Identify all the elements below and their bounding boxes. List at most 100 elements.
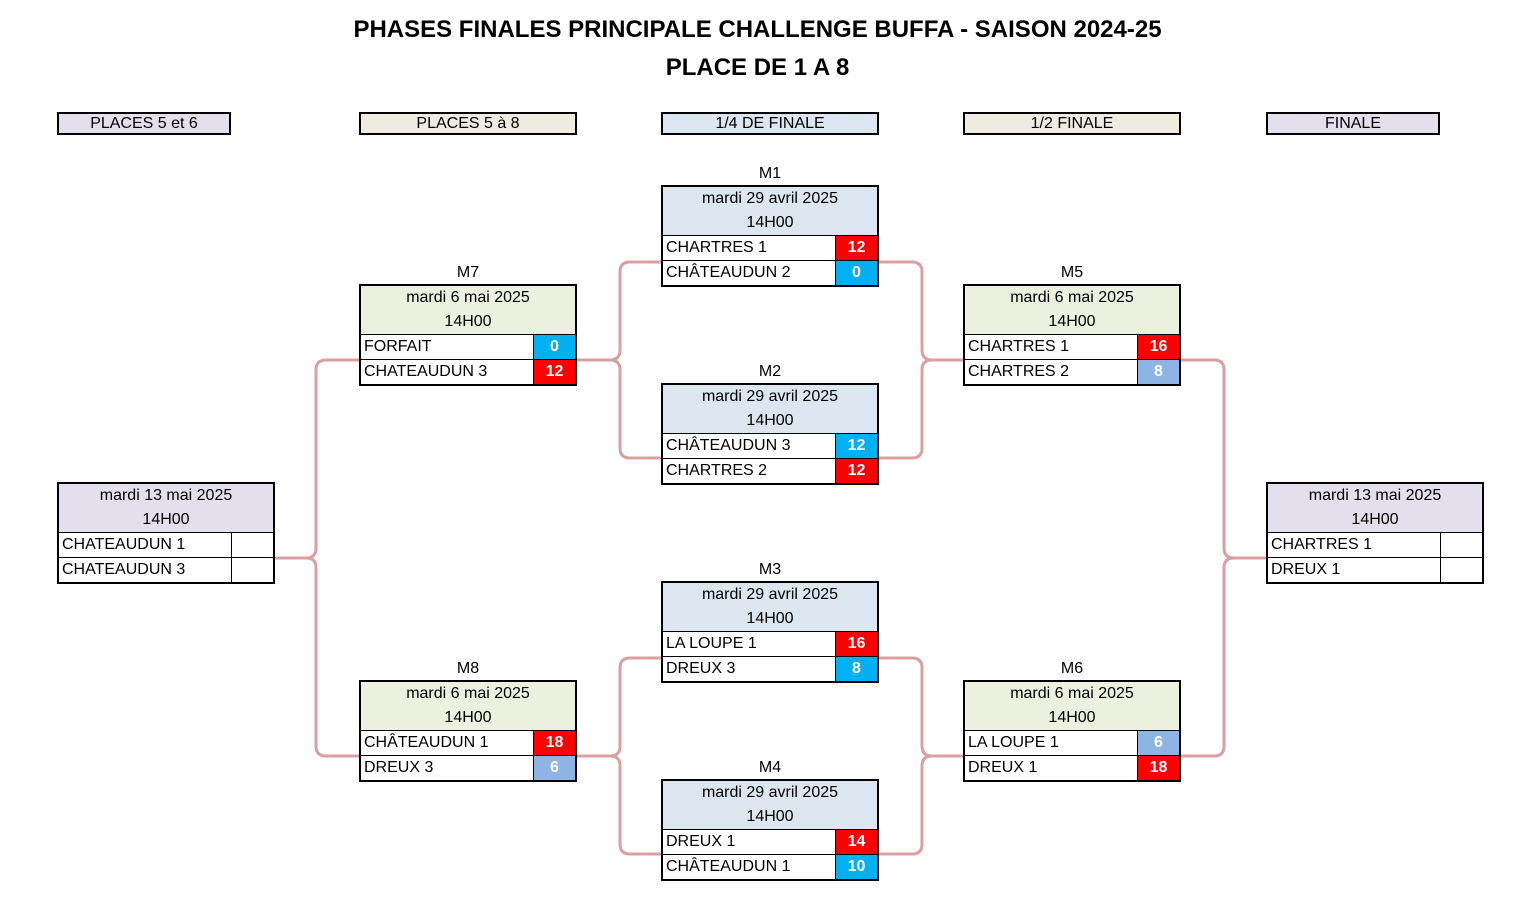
team-name: CHARTRES 1 [1271, 536, 1373, 553]
team-score: 6 [533, 756, 575, 780]
team-row: CHATEAUDUN 3 [59, 557, 273, 582]
connector-m4-m6 [879, 754, 963, 856]
team-row: CHÂTEAUDUN 3 12 [663, 434, 877, 458]
team-row: CHÂTEAUDUN 1 10 [663, 854, 877, 879]
match-label [57, 460, 275, 482]
team-row: LA LOUPE 1 6 [965, 731, 1179, 755]
team-row: CHARTRES 1 16 [965, 335, 1179, 359]
team-row: CHÂTEAUDUN 1 18 [361, 731, 575, 755]
connector-m4-m8 [577, 754, 661, 856]
team-name: DREUX 1 [1271, 561, 1341, 578]
match-date: mardi 6 mai 2025 [406, 685, 530, 702]
team-score: 12 [835, 434, 877, 458]
match-date: mardi 29 avril 2025 [701, 784, 839, 801]
team-name: CHÂTEAUDUN 1 [666, 858, 791, 875]
match-time: 14H00 [1351, 511, 1399, 528]
match-date: mardi 13 mai 2025 [1308, 487, 1442, 504]
team-score: 12 [835, 236, 877, 260]
match-date: mardi 29 avril 2025 [701, 190, 839, 207]
match-header: mardi 29 avril 2025 14H00 [663, 781, 877, 830]
team-name: CHATEAUDUN 1 [62, 536, 186, 553]
match-time: 14H00 [444, 709, 492, 726]
match-m3: M3 mardi 29 avril 2025 14H00 LA LOUPE 1 … [661, 559, 879, 683]
match-m1: M1 mardi 29 avril 2025 14H00 CHARTRES 1 … [661, 163, 879, 287]
team-score: 10 [835, 855, 877, 879]
connector-m5-final [1181, 358, 1266, 560]
team-name: CHATEAUDUN 3 [62, 561, 186, 578]
team-row: CHATEAUDUN 1 [59, 533, 273, 557]
team-score: 8 [835, 657, 877, 681]
match-header: mardi 29 avril 2025 14H00 [663, 583, 877, 632]
team-name: LA LOUPE 1 [666, 635, 757, 652]
connector-m1-m5 [879, 260, 963, 362]
page-subtitle: PLACE DE 1 A 8 [665, 54, 850, 81]
team-score: 18 [1137, 756, 1179, 780]
match-m5: M5 mardi 6 mai 2025 14H00 CHARTRES 1 16 … [963, 262, 1181, 386]
team-row: LA LOUPE 1 16 [663, 632, 877, 656]
match-m2: M2 mardi 29 avril 2025 14H00 CHÂTEAUDUN … [661, 361, 879, 485]
match-header: mardi 6 mai 2025 14H00 [361, 286, 575, 335]
match-label: M1 [758, 165, 782, 182]
match-header: mardi 6 mai 2025 14H00 [965, 286, 1179, 335]
phase-header-places-5-6: PLACES 5 et 6 [57, 112, 231, 135]
team-score: 12 [835, 459, 877, 483]
match-time: 14H00 [746, 808, 794, 825]
match-header: mardi 13 mai 2025 14H00 [1268, 484, 1482, 533]
match-time: 14H00 [142, 511, 190, 528]
connector-m2-m5 [879, 358, 963, 460]
match-date: mardi 29 avril 2025 [701, 586, 839, 603]
team-score [1440, 533, 1482, 557]
match-date: mardi 13 mai 2025 [99, 487, 233, 504]
match-label [1266, 460, 1484, 482]
match-time: 14H00 [1048, 313, 1096, 330]
team-score [231, 558, 273, 582]
team-name: DREUX 3 [666, 660, 736, 677]
team-score: 14 [835, 830, 877, 854]
match-m6: M6 mardi 6 mai 2025 14H00 LA LOUPE 1 6 D… [963, 658, 1181, 782]
match-final: mardi 13 mai 2025 14H00 CHARTRES 1 DREUX… [1266, 460, 1484, 584]
team-score: 18 [533, 731, 575, 755]
match-m4: M4 mardi 29 avril 2025 14H00 DREUX 1 14 … [661, 757, 879, 881]
match-label: M2 [758, 363, 782, 380]
phase-header-semi-final: 1/2 FINALE [963, 112, 1181, 135]
team-score [231, 533, 273, 557]
team-name: CHATEAUDUN 3 [364, 363, 488, 380]
team-name: CHÂTEAUDUN 3 [666, 437, 791, 454]
match-time: 14H00 [746, 610, 794, 627]
team-name: CHÂTEAUDUN 1 [364, 734, 489, 751]
team-name: DREUX 3 [364, 759, 434, 776]
connector-m7-places56 [274, 358, 359, 560]
page-title: PHASES FINALES PRINCIPALE CHALLENGE BUFF… [353, 16, 1162, 43]
team-row: DREUX 1 14 [663, 830, 877, 854]
phase-header-quarter-final: 1/4 DE FINALE [661, 112, 879, 135]
team-score: 8 [1137, 360, 1179, 384]
match-m8: M8 mardi 6 mai 2025 14H00 CHÂTEAUDUN 1 1… [359, 658, 577, 782]
team-score: 16 [835, 632, 877, 656]
connector-m1-m7 [577, 260, 661, 362]
match-date: mardi 6 mai 2025 [1010, 289, 1134, 306]
match-time: 14H00 [1048, 709, 1096, 726]
team-score: 6 [1137, 731, 1179, 755]
team-score: 0 [835, 261, 877, 285]
team-name: CHARTRES 1 [666, 239, 768, 256]
team-score [1440, 558, 1482, 582]
match-label: M6 [1060, 660, 1084, 677]
match-label: M3 [758, 561, 782, 578]
match-places-5-6: mardi 13 mai 2025 14H00 CHATEAUDUN 1 CHA… [57, 460, 275, 584]
phase-header-places-5-8: PLACES 5 à 8 [359, 112, 577, 135]
team-row: DREUX 3 6 [361, 755, 575, 780]
match-label: M5 [1060, 264, 1084, 281]
phase-header-final: FINALE [1266, 112, 1440, 135]
team-row: CHARTRES 1 12 [663, 236, 877, 260]
team-row: CHATEAUDUN 3 12 [361, 359, 575, 384]
team-row: CHÂTEAUDUN 2 0 [663, 260, 877, 285]
match-date: mardi 29 avril 2025 [701, 388, 839, 405]
match-date: mardi 6 mai 2025 [1010, 685, 1134, 702]
team-row: CHARTRES 2 8 [965, 359, 1179, 384]
team-name: CHARTRES 2 [666, 462, 768, 479]
connector-m8-places56 [274, 556, 359, 758]
team-name: CHARTRES 1 [968, 338, 1070, 355]
connector-m2-m7 [577, 358, 661, 460]
team-name: CHARTRES 2 [968, 363, 1070, 380]
